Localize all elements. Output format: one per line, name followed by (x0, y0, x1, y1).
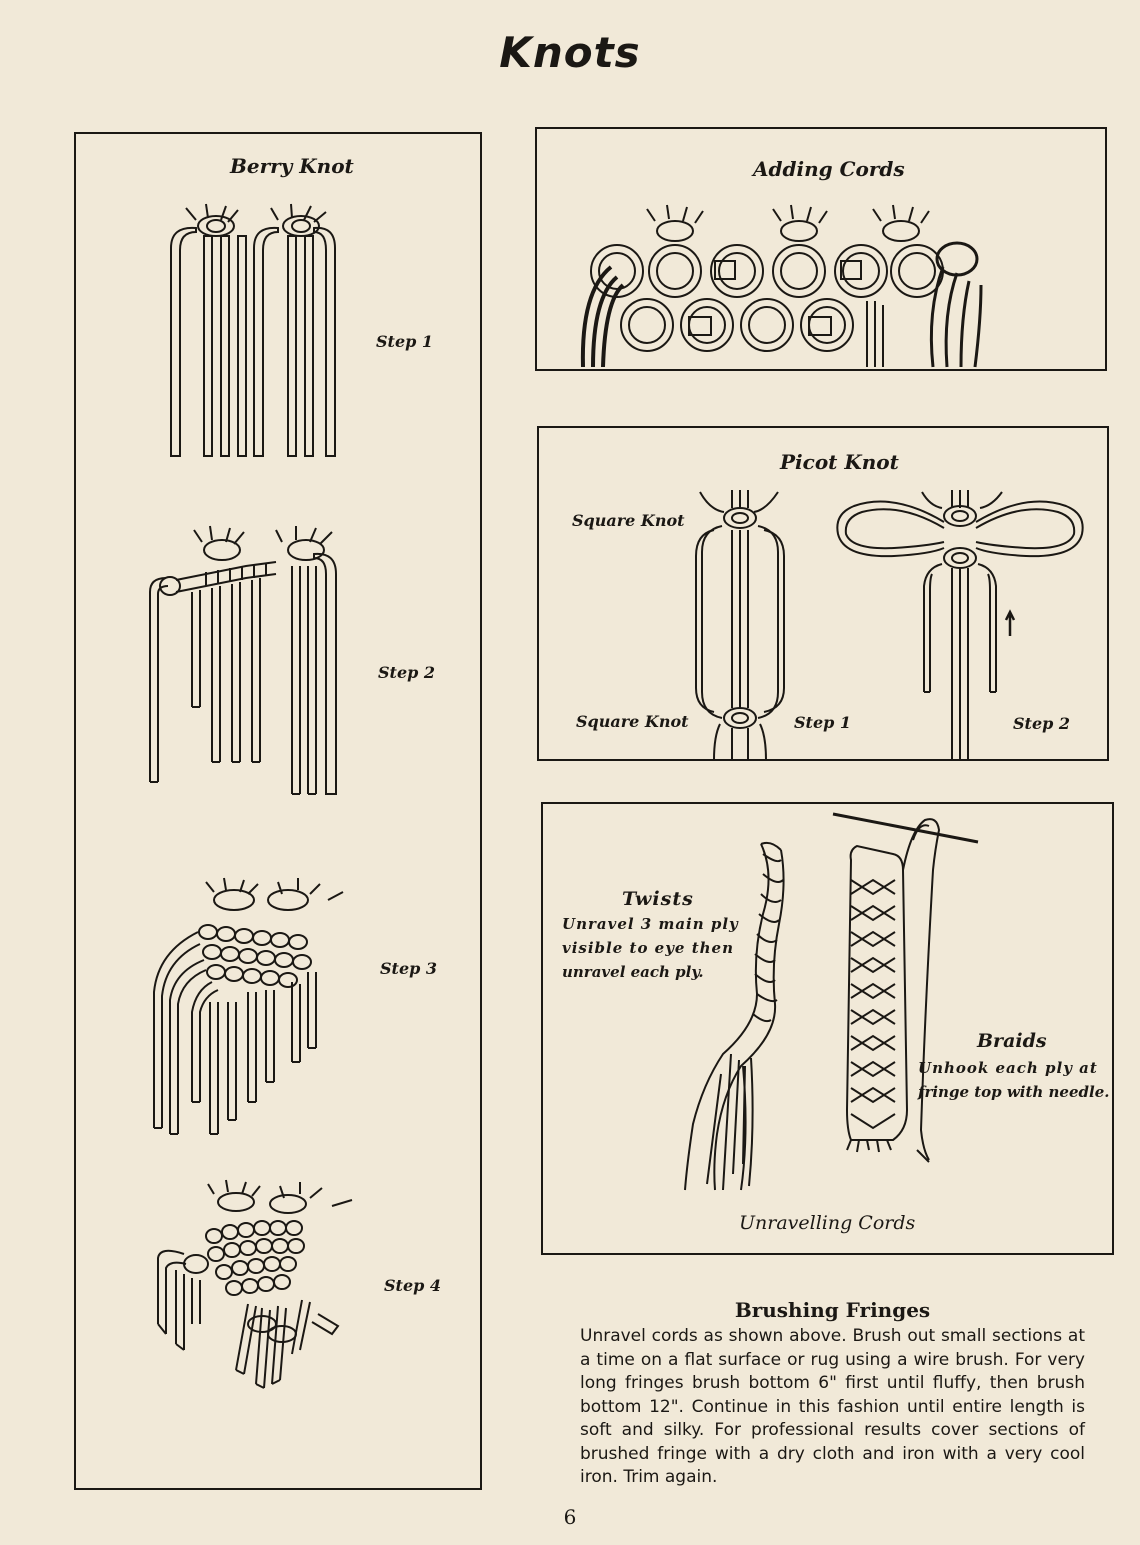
picot-label-square-knot-bottom: Square Knot (576, 712, 689, 731)
berry-step3-illustration (148, 872, 358, 1134)
picot-knot-title: Picot Knot (780, 450, 899, 474)
brushing-fringes-heading: Brushing Fringes (580, 1298, 1085, 1322)
berry-step3-label: Step 3 (380, 959, 437, 978)
picot-step1-illustration (694, 486, 784, 761)
picot-step2-illustration (834, 486, 1096, 762)
brushing-fringes-body: Unravel cords as shown above. Brush out … (580, 1325, 1085, 1490)
berry-step2-illustration (146, 522, 366, 802)
braids-title: Braids (977, 1030, 1047, 1052)
unravelling-caption: Unravelling Cords (739, 1212, 915, 1234)
berry-step4-illustration (152, 1174, 362, 1396)
picot-label-square-knot-top: Square Knot (572, 511, 685, 530)
berry-step1-label: Step 1 (376, 332, 433, 351)
berry-step1-illustration (166, 198, 366, 460)
page-number: 6 (0, 1505, 1140, 1529)
berry-knot-panel: Berry Knot Step 1 Step 2 (74, 132, 482, 1490)
berry-step2-label: Step 2 (378, 663, 435, 682)
twist-cord-illustration (683, 834, 783, 1194)
adding-cords-panel: Adding Cords (535, 127, 1107, 371)
page-title: Knots (0, 28, 1140, 77)
berry-step4-label: Step 4 (384, 1276, 441, 1295)
adding-cords-illustration (577, 201, 1007, 369)
adding-cords-title: Adding Cords (753, 157, 905, 181)
berry-knot-title: Berry Knot (230, 154, 354, 178)
picot-knot-panel: Picot Knot Square Knot Square Knot Step … (537, 426, 1109, 761)
braid-cord-illustration (833, 810, 983, 1170)
unravelling-cords-panel: Twists Unravel 3 main ply visible to eye… (541, 802, 1114, 1255)
